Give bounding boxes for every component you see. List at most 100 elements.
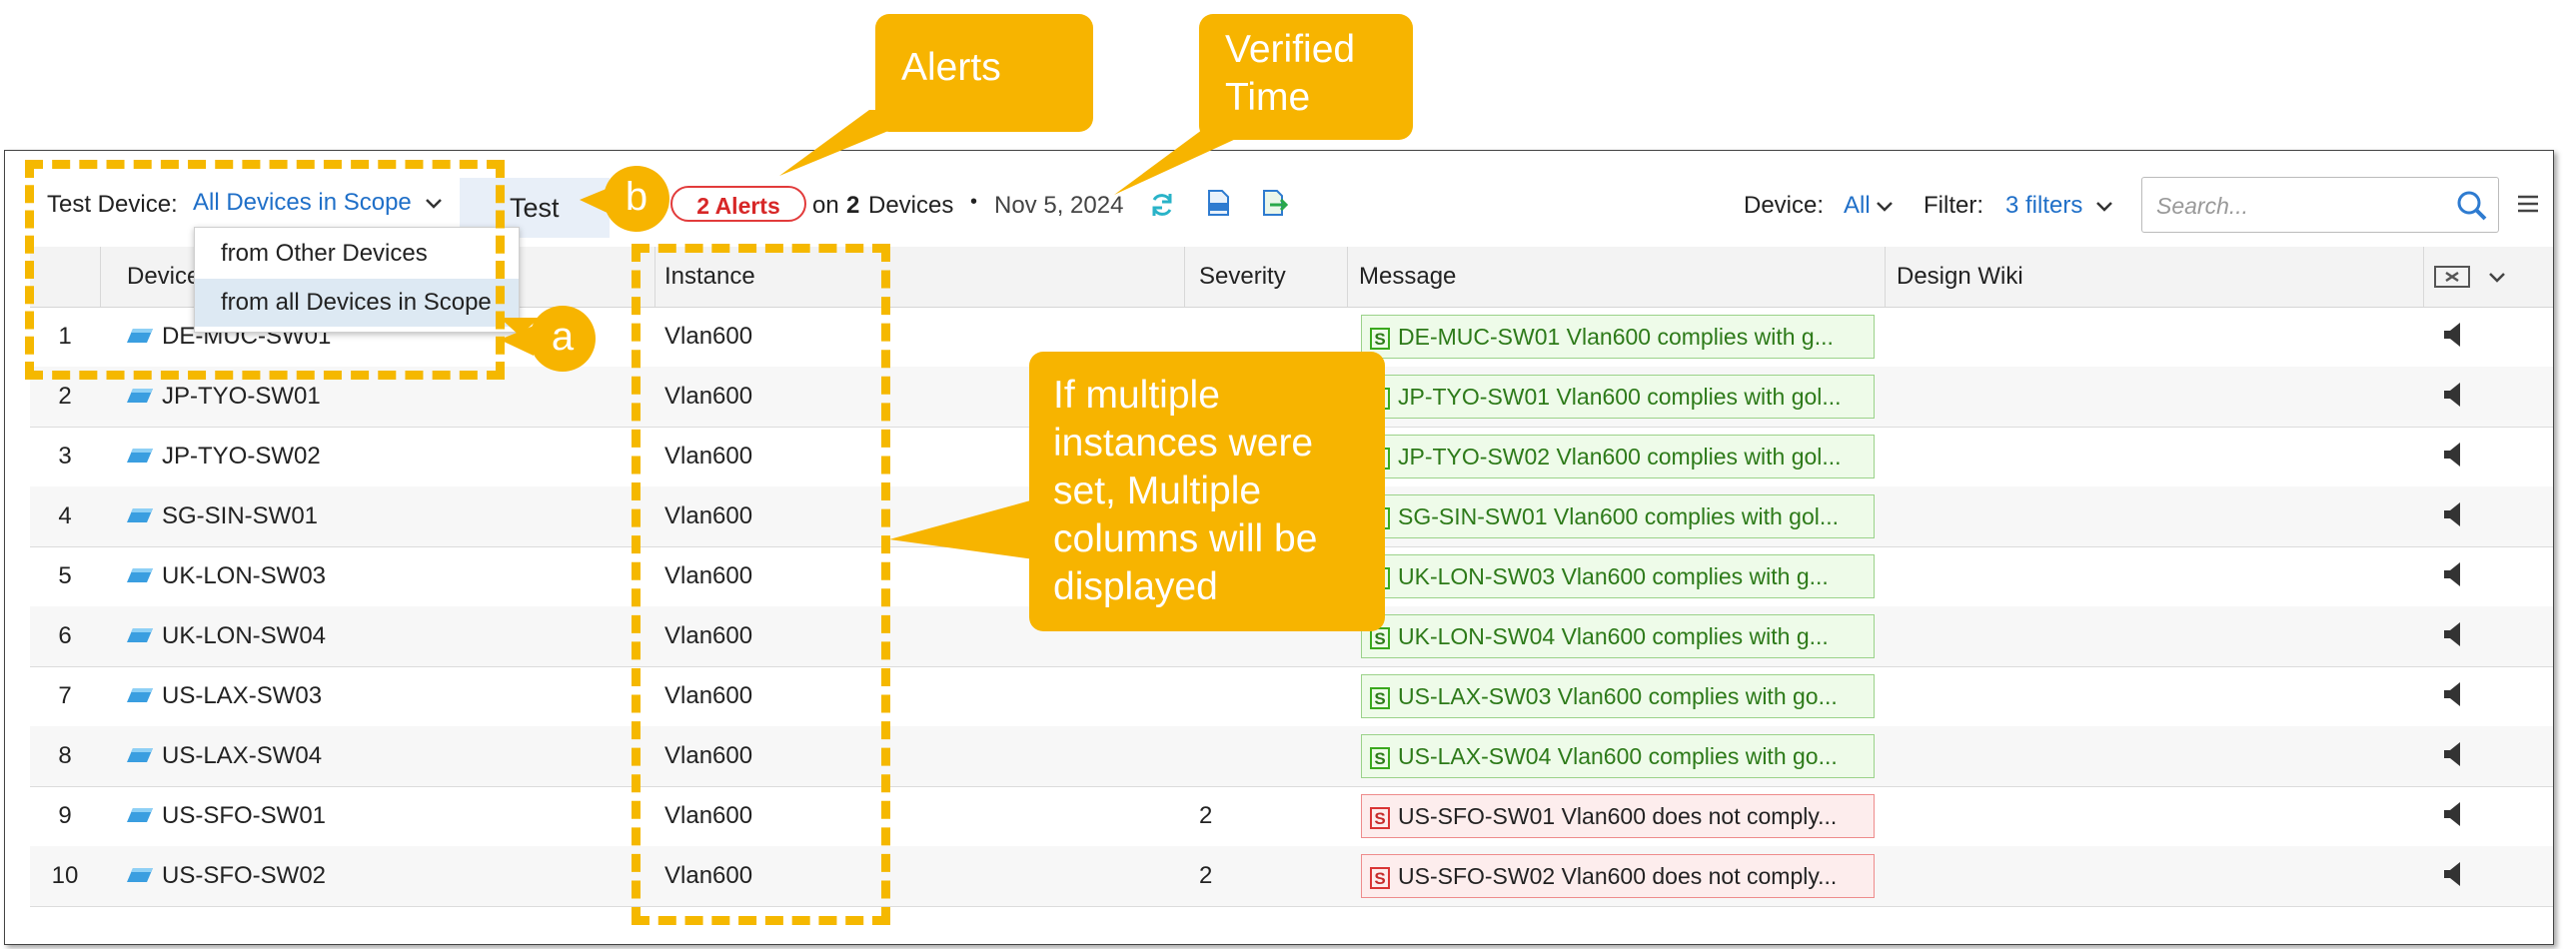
message-cell[interactable]: SUK-LON-SW03 Vlan600 complies with g...	[1361, 554, 1875, 598]
column-header-device[interactable]: Device	[127, 263, 201, 290]
dropdown-option-all-devices[interactable]: from all Devices in Scope	[195, 279, 519, 327]
row-number: 1	[58, 323, 72, 350]
device-name-link[interactable]: US-LAX-SW03	[162, 682, 323, 709]
dropdown-option-other-devices[interactable]: from Other Devices	[221, 240, 428, 267]
device-name-link[interactable]: UK-LON-SW03	[162, 562, 327, 589]
device-filter-label: Device:	[1744, 192, 1825, 219]
device-count: 2	[846, 192, 860, 219]
switch-icon	[127, 748, 153, 762]
switch-icon	[127, 628, 153, 642]
speaker-icon[interactable]	[2442, 860, 2466, 888]
chevron-down-icon[interactable]	[2488, 272, 2506, 284]
message-text: US-SFO-SW01 Vlan600 does not comply...	[1398, 803, 1838, 829]
instance-value: Vlan600	[664, 682, 753, 709]
app-window: Test Device: All Devices in Scope Test 2…	[4, 150, 2554, 945]
highlight-instance-column	[632, 244, 890, 925]
instance-value: Vlan600	[664, 622, 753, 649]
switch-icon	[127, 568, 153, 582]
device-filter-select[interactable]: All	[1844, 192, 1871, 219]
marker-b: b	[604, 166, 669, 232]
message-cell[interactable]: SJP-TYO-SW02 Vlan600 complies with gol..…	[1361, 435, 1875, 478]
message-text: JP-TYO-SW01 Vlan600 complies with gol...	[1398, 384, 1842, 410]
speaker-icon[interactable]	[2442, 321, 2466, 349]
column-header-instance[interactable]: Instance	[664, 263, 755, 290]
marker-a: a	[530, 306, 596, 372]
message-text: SG-SIN-SW01 Vlan600 complies with gol...	[1398, 503, 1840, 529]
log-file-icon[interactable]	[1204, 189, 1232, 217]
message-text: DE-MUC-SW01 Vlan600 complies with g...	[1398, 324, 1834, 350]
speaker-icon[interactable]	[2442, 441, 2466, 469]
message-text: UK-LON-SW04 Vlan600 complies with g...	[1398, 623, 1829, 649]
test-button-label: Test	[510, 193, 560, 223]
row-number: 6	[58, 622, 72, 649]
row-number: 5	[58, 562, 72, 589]
status-badge: S	[1370, 866, 1390, 889]
speaker-icon[interactable]	[2442, 680, 2466, 708]
table-row[interactable]: 10 US-SFO-SW02 Vlan600 2 S US-SFO-SW02 Vlan60…	[30, 846, 2553, 907]
instance-value: Vlan600	[664, 383, 753, 410]
marker-b-pointer	[580, 186, 614, 216]
message-text: US-LAX-SW04 Vlan600 complies with go...	[1398, 743, 1838, 769]
device-name-link[interactable]: JP-TYO-SW01	[162, 383, 321, 410]
device-name-link[interactable]: US-SFO-SW01	[162, 802, 327, 829]
devices-text: Devices	[868, 192, 954, 219]
speaker-icon[interactable]	[2442, 500, 2466, 528]
speaker-icon[interactable]	[2442, 800, 2466, 828]
search-box	[2141, 177, 2499, 233]
alerts-callout: Alerts	[875, 14, 1093, 132]
speaker-icon[interactable]	[2442, 381, 2466, 409]
device-name-link[interactable]: JP-TYO-SW02	[162, 443, 321, 470]
chevron-down-icon[interactable]	[425, 198, 443, 210]
column-header-message[interactable]: Message	[1359, 263, 1457, 290]
speaker-icon[interactable]	[2442, 620, 2466, 648]
message-cell[interactable]: S US-SFO-SW02 Vlan600 does not comply...	[1361, 854, 1875, 898]
verified-date: Nov 5, 2024	[994, 192, 1124, 219]
filter-select[interactable]: 3 filters	[2005, 192, 2083, 219]
switch-icon	[127, 329, 153, 343]
severity-value: 2	[1199, 862, 1213, 889]
test-device-select[interactable]: All Devices in Scope	[193, 189, 412, 216]
test-device-label: Test Device:	[47, 191, 178, 218]
menu-icon[interactable]	[2517, 193, 2539, 215]
column-divider	[1184, 247, 1185, 307]
row-number: 7	[58, 682, 72, 709]
column-header-severity[interactable]: Severity	[1199, 263, 1286, 290]
chevron-down-icon[interactable]	[1876, 201, 1894, 213]
column-divider	[100, 247, 101, 307]
message-cell[interactable]: S UK-LON-SW04 Vlan600 complies with g...	[1361, 614, 1875, 658]
device-name-link[interactable]: SG-SIN-SW01	[162, 502, 319, 529]
table-row[interactable]: 3JP-TYO-SW02Vlan600SJP-TYO-SW02 Vlan600 …	[30, 427, 2553, 487]
search-input[interactable]	[2154, 188, 2448, 224]
message-text: US-LAX-SW03 Vlan600 complies with go...	[1398, 683, 1838, 709]
speaker-icon[interactable]	[2442, 560, 2466, 588]
device-name-link[interactable]: US-LAX-SW04	[162, 742, 323, 769]
column-divider	[654, 247, 655, 307]
message-cell[interactable]: SSG-SIN-SW01 Vlan600 complies with gol..…	[1361, 494, 1875, 538]
message-text: US-SFO-SW02 Vlan600 does not comply...	[1398, 863, 1838, 889]
row-number: 10	[51, 862, 79, 889]
chevron-down-icon[interactable]	[2095, 201, 2113, 213]
test-button[interactable]: Test	[460, 178, 610, 238]
speaker-icon[interactable]	[2442, 740, 2466, 768]
column-header-design-wiki[interactable]: Design Wiki	[1897, 263, 2023, 290]
device-name-link[interactable]: US-SFO-SW02	[162, 862, 327, 889]
device-name-link[interactable]: UK-LON-SW04	[162, 622, 327, 649]
status-badge: S	[1370, 626, 1390, 649]
verified-time-callout: Verified Time	[1199, 14, 1413, 140]
message-cell[interactable]: SJP-TYO-SW01 Vlan600 complies with gol..…	[1361, 375, 1875, 419]
verified-callout-line: Verified	[1225, 28, 1356, 71]
refresh-icon[interactable]	[1148, 191, 1176, 219]
search-icon[interactable]	[2456, 190, 2488, 222]
column-settings-icon[interactable]	[2433, 263, 2473, 291]
alerts-badge[interactable]: 2 Alerts	[670, 186, 806, 222]
switch-icon	[127, 389, 153, 403]
instance-value: Vlan600	[664, 862, 753, 889]
export-icon[interactable]	[1260, 189, 1288, 217]
